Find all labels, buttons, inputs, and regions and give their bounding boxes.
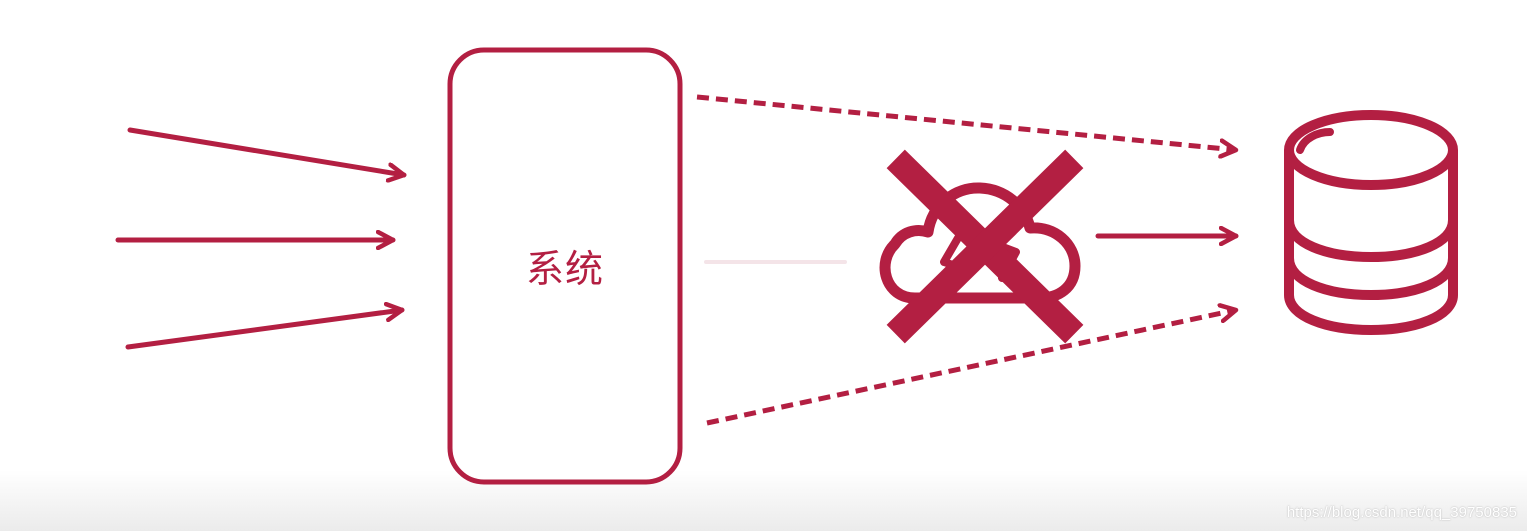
disabled-x-icon bbox=[886, 149, 1084, 344]
input-arrow-1 bbox=[127, 127, 407, 175]
input-arrow-3 bbox=[125, 310, 405, 350]
system-box bbox=[447, 47, 683, 485]
watermark-text: https://blog.csdn.net/qq_39750835 bbox=[1286, 504, 1517, 521]
database-icon bbox=[1284, 110, 1458, 336]
system-label: 系统 bbox=[525, 247, 604, 291]
dashed-arrow-top bbox=[696, 94, 1236, 150]
dashed-arrow-bottom bbox=[706, 310, 1236, 426]
